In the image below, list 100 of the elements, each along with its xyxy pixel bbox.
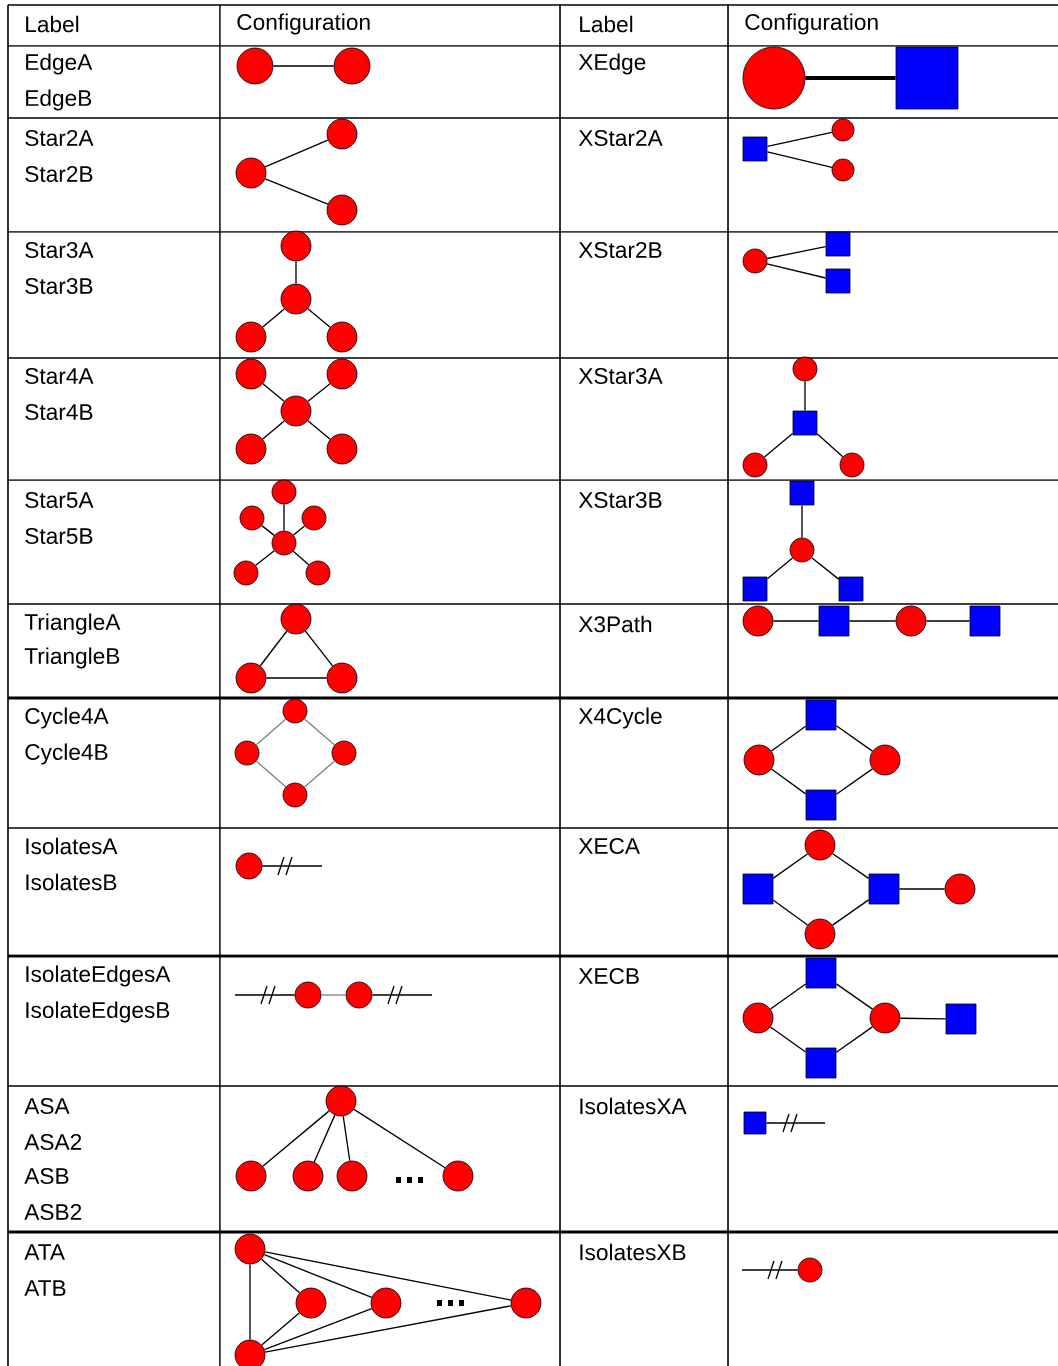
- edge-line: [835, 725, 874, 752]
- edge-line: [262, 1110, 330, 1167]
- square-node: [792, 410, 818, 436]
- edge-line: [261, 1312, 300, 1346]
- circle-node: [510, 1287, 542, 1319]
- edge-line: [292, 525, 306, 536]
- circle-node: [280, 395, 312, 427]
- cell-text: Star4A: [25, 368, 94, 385]
- circle-node: [804, 918, 836, 950]
- square-node: [868, 873, 900, 905]
- circle-node: [235, 852, 263, 880]
- column-header: Configuration: [237, 13, 370, 35]
- circle-node: [282, 698, 308, 724]
- edge-line: [772, 853, 809, 879]
- edge-line: [255, 760, 287, 788]
- edge-line: [805, 76, 896, 80]
- square-node: [825, 268, 851, 294]
- cell-text: Star2B: [25, 166, 93, 183]
- circle-node: [235, 157, 267, 189]
- edge-line: [263, 1254, 373, 1298]
- edge-line: [848, 620, 897, 622]
- edge-line: [320, 994, 347, 996]
- edge-line: [766, 245, 827, 260]
- edge-line: [313, 1114, 336, 1163]
- edge-line: [295, 260, 297, 285]
- square-node: [742, 136, 768, 162]
- circle-node: [944, 873, 976, 905]
- circle-node: [235, 662, 267, 694]
- cell-text: ASB: [24, 1168, 69, 1185]
- edge-line: [899, 1017, 947, 1020]
- cell-text: ASA: [24, 1098, 70, 1115]
- cell-text: IsolatesXA: [580, 1097, 687, 1115]
- cell-text: IsolatesXB: [580, 1243, 686, 1261]
- circle-node: [331, 740, 357, 766]
- square-node: [818, 605, 850, 637]
- edge-line: [770, 725, 807, 752]
- column-header: Label: [580, 15, 633, 33]
- edge-line: [766, 151, 833, 169]
- edge-line: [307, 308, 331, 328]
- edge-line: [766, 263, 827, 279]
- edge-line: [831, 899, 870, 926]
- edge-line: [303, 760, 336, 788]
- circle-node: [742, 248, 768, 274]
- square-node: [838, 576, 864, 602]
- cell-text: Star3A: [25, 242, 94, 259]
- cell-text: TriangleA: [24, 613, 121, 635]
- edge-line: [304, 630, 334, 667]
- edge-line: [353, 1108, 446, 1169]
- cell-text: Star2A: [25, 130, 94, 147]
- circle-node: [869, 1002, 901, 1034]
- circle-node: [292, 1160, 324, 1192]
- edge-line: [303, 718, 336, 746]
- cell-text: XStar2B: [578, 242, 662, 259]
- column-header: Label: [26, 15, 79, 33]
- column-header: Configuration: [745, 13, 878, 35]
- square-node: [805, 789, 837, 821]
- circle-node: [280, 230, 312, 262]
- edge-line: [772, 620, 820, 622]
- circle-node: [234, 740, 260, 766]
- edge-line: [763, 432, 794, 458]
- cell-text: Star3B: [25, 278, 93, 295]
- circle-node: [271, 479, 297, 505]
- isolated-edge-stub: [741, 1269, 799, 1271]
- edge-line: [770, 768, 807, 795]
- isolated-edge-stub: [261, 865, 323, 867]
- square-node: [742, 576, 768, 602]
- isolated-edge-stub: [765, 1122, 826, 1124]
- edge-line: [260, 1258, 301, 1294]
- circle-node: [804, 829, 836, 861]
- square-node: [742, 873, 774, 905]
- edge-line: [342, 1115, 351, 1162]
- edge-line: [283, 503, 285, 532]
- circle-node: [789, 537, 815, 563]
- square-node: [805, 1047, 837, 1079]
- edge-line: [835, 1026, 874, 1053]
- circle-node: [742, 46, 806, 110]
- cell-text: Cycle4B: [25, 743, 108, 765]
- cell-text: Star5A: [25, 492, 94, 509]
- isolated-edge-stub: [371, 994, 433, 996]
- edge-line: [263, 1307, 373, 1351]
- circle-node: [305, 560, 331, 586]
- edge-line: [832, 853, 870, 880]
- edge-line: [835, 768, 874, 795]
- cell-text: ATA: [24, 1244, 65, 1260]
- circle-node: [295, 1287, 327, 1319]
- circle-node: [236, 47, 274, 85]
- edge-line: [898, 888, 946, 890]
- square-node: [945, 1003, 977, 1035]
- isolated-edge-stub: [234, 994, 296, 996]
- cell-text: ATB: [24, 1280, 66, 1296]
- square-node: [895, 46, 959, 110]
- edge-line: [264, 1305, 512, 1353]
- edge-line: [264, 178, 329, 205]
- edge-line: [255, 550, 275, 566]
- cell-text: IsolatesB: [26, 873, 117, 891]
- circle-node: [326, 194, 358, 226]
- circle-node: [235, 358, 267, 390]
- edge-line: [766, 557, 794, 580]
- edge-line: [766, 131, 833, 147]
- circle-node: [280, 283, 312, 315]
